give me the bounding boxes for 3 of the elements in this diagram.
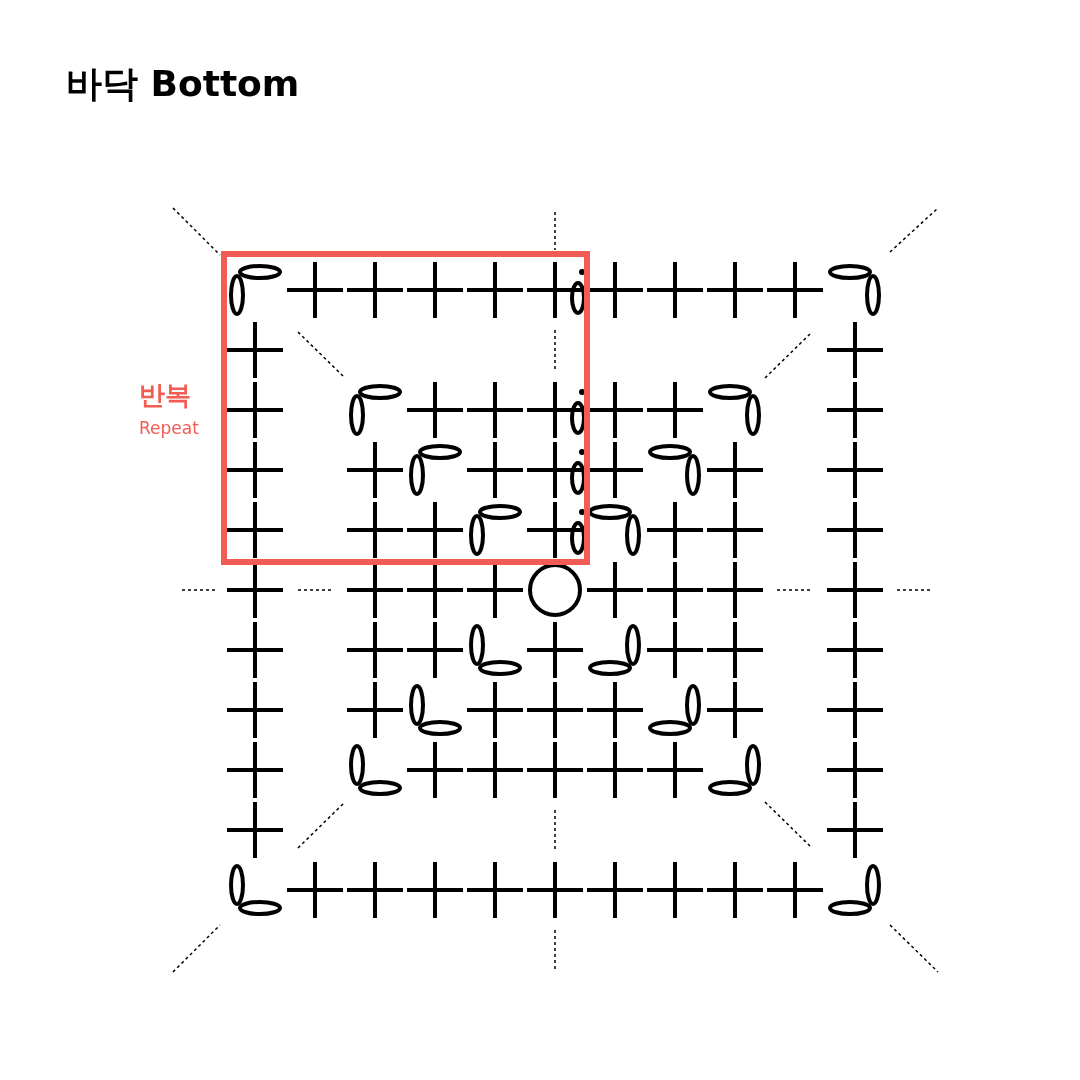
repeat-caption: Repeat [139, 418, 199, 438]
repeat-label: 반복 [139, 379, 191, 412]
title: 바닥 Bottom [66, 62, 300, 106]
